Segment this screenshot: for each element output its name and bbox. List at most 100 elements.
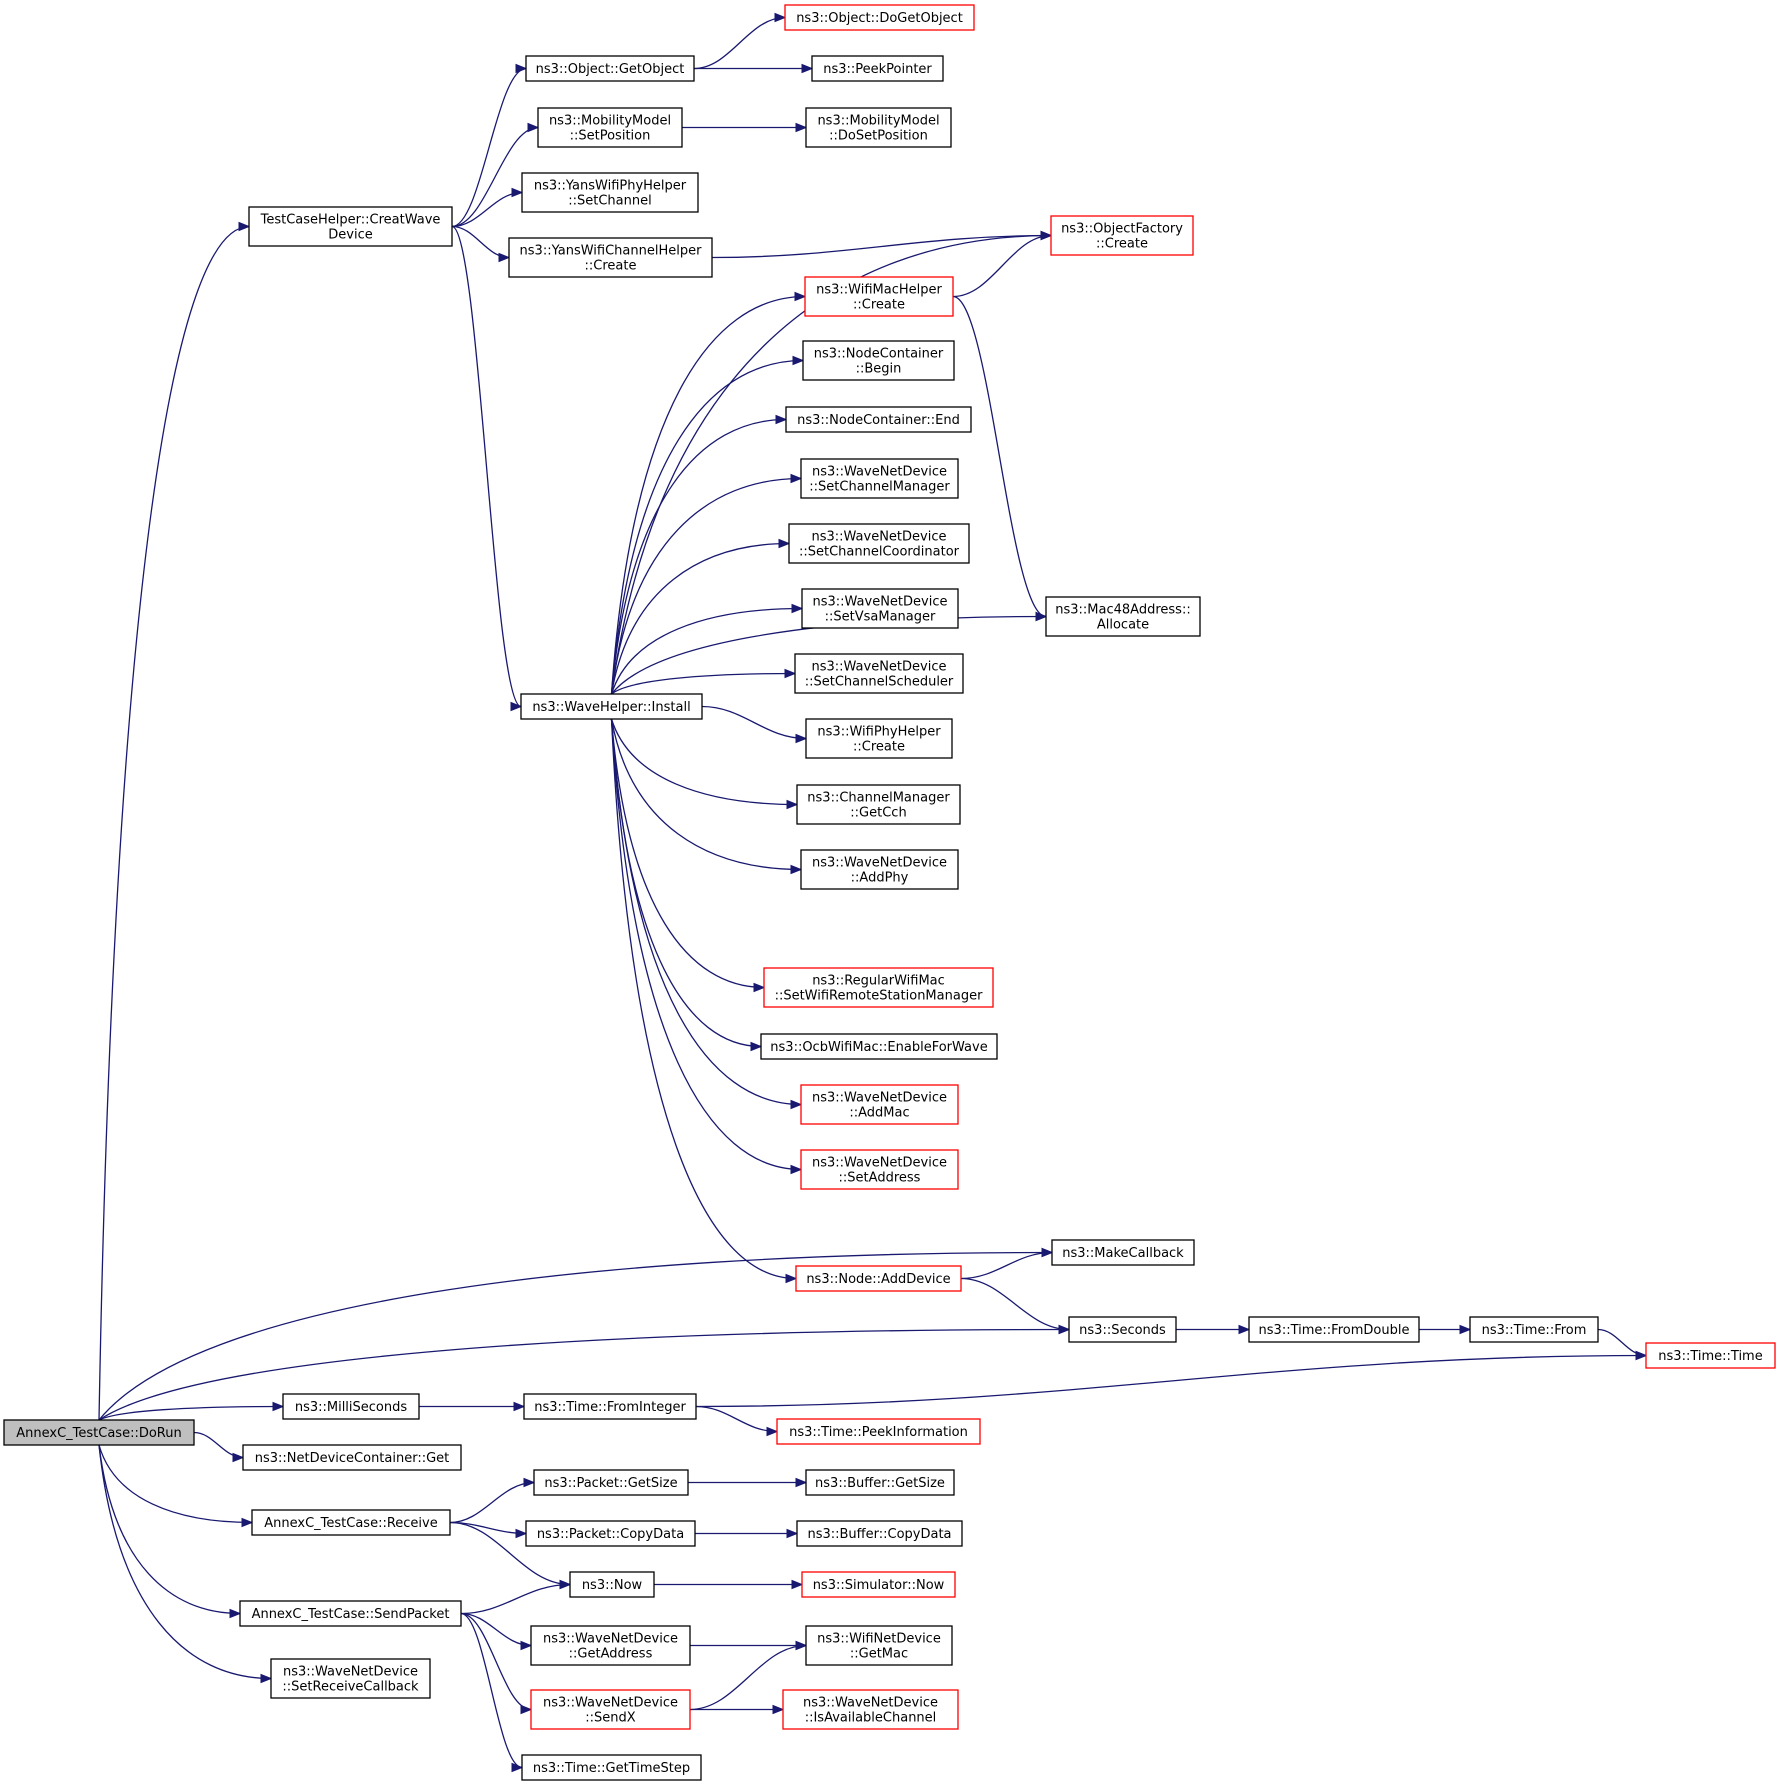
node-timeTime[interactable]: ns3::Time::Time xyxy=(1645,1342,1776,1369)
arrowhead xyxy=(786,1528,799,1539)
node-makeCallback[interactable]: ns3::MakeCallback xyxy=(1051,1239,1195,1266)
node-label: ns3::WaveNetDevice xyxy=(812,595,947,610)
node-wndGetAddr[interactable]: ns3::WaveNetDevice::GetAddress xyxy=(530,1625,691,1666)
node-milliSeconds[interactable]: ns3::MilliSeconds xyxy=(282,1393,420,1420)
node-pktGetSize[interactable]: ns3::Packet::GetSize xyxy=(533,1469,689,1496)
edge xyxy=(689,1704,785,1715)
edge xyxy=(610,718,803,1175)
arrowhead xyxy=(238,221,251,232)
node-wmhCreate[interactable]: ns3::WifiMacHelper::Create xyxy=(804,276,954,317)
node-label: ns3::OcbWifiMac::EnableForWave xyxy=(770,1040,987,1055)
node-label: Allocate xyxy=(1097,618,1149,633)
node-box xyxy=(801,1571,956,1598)
node-box xyxy=(521,172,699,213)
node-seconds[interactable]: ns3::Seconds xyxy=(1068,1316,1177,1343)
node-getTimeStep[interactable]: ns3::Time::GetTimeStep xyxy=(521,1754,702,1781)
edge xyxy=(711,230,1053,259)
node-now[interactable]: ns3::Now xyxy=(569,1571,655,1598)
node-rwmSet[interactable]: ns3::RegularWifiMac::SetWifiRemoteStatio… xyxy=(763,967,994,1008)
node-peekInfo[interactable]: ns3::Time::PeekInformation xyxy=(776,1418,981,1445)
node-ndcGet[interactable]: ns3::NetDeviceContainer::Get xyxy=(242,1444,462,1471)
node-ocbEnable[interactable]: ns3::OcbWifiMac::EnableForWave xyxy=(760,1033,998,1060)
node-box xyxy=(800,458,959,499)
node-wndSetCC[interactable]: ns3::WaveNetDevice::SetChannelCoordinato… xyxy=(788,523,970,564)
edge xyxy=(701,705,808,744)
edge xyxy=(952,295,1048,622)
node-fromDouble[interactable]: ns3::Time::FromDouble xyxy=(1248,1316,1420,1343)
node-label: ::SetChannelCoordinator xyxy=(799,545,960,560)
node-box xyxy=(533,1469,689,1496)
edge-whInstall-to-wndSetAddr xyxy=(610,718,802,1171)
edge-getObject-to-doGetObject xyxy=(693,16,786,70)
edge xyxy=(451,225,523,712)
node-label: ns3::Time::FromDouble xyxy=(1259,1323,1410,1338)
edge-doRun-to-sendPacket xyxy=(98,1444,241,1615)
node-wifiGetMac[interactable]: ns3::WifiNetDevice::GetMac xyxy=(805,1625,953,1666)
arrowhead xyxy=(753,982,766,993)
node-peekPointer[interactable]: ns3::PeekPointer xyxy=(811,55,944,82)
node-label: ::SetChannelScheduler xyxy=(805,675,954,690)
node-doRun[interactable]: AnnexC_TestCase::DoRun xyxy=(3,1419,195,1446)
node-wndSendX[interactable]: ns3::WaveNetDevice::SendX xyxy=(530,1689,691,1730)
node-bufGetSize[interactable]: ns3::Buffer::GetSize xyxy=(805,1469,955,1496)
node-label: ns3::NetDeviceContainer::Get xyxy=(255,1451,450,1466)
node-ncBegin[interactable]: ns3::NodeContainer::Begin xyxy=(802,340,955,381)
node-wndSetCM[interactable]: ns3::WaveNetDevice::SetChannelManager xyxy=(800,458,959,499)
node-pktCopy[interactable]: ns3::Packet::CopyData xyxy=(525,1520,696,1547)
edge-receive-to-now xyxy=(449,1521,571,1586)
node-sendPacket[interactable]: AnnexC_TestCase::SendPacket xyxy=(239,1600,462,1627)
node-label: ns3::Mac48Address:: xyxy=(1055,603,1190,618)
node-box xyxy=(248,206,453,247)
node-timeFrom[interactable]: ns3::Time::From xyxy=(1469,1316,1599,1343)
edge-whInstall-to-cmGetCch xyxy=(610,718,798,806)
node-ywphSetChannel[interactable]: ns3::YansWifiPhyHelper::SetChannel xyxy=(521,172,699,213)
node-receive[interactable]: AnnexC_TestCase::Receive xyxy=(251,1509,451,1536)
node-ncEnd[interactable]: ns3::NodeContainer::End xyxy=(785,406,972,433)
edge-whInstall-to-wndSetVsa xyxy=(610,607,803,695)
node-mmDoSetPos[interactable]: ns3::MobilityModel::DoSetPosition xyxy=(805,107,952,148)
node-box xyxy=(1068,1316,1177,1343)
edge xyxy=(693,63,814,74)
arrowhead xyxy=(775,414,788,425)
edge xyxy=(98,1401,285,1421)
arrowhead xyxy=(232,1452,245,1463)
node-box xyxy=(782,1689,959,1730)
node-box xyxy=(1045,596,1201,637)
edge-whInstall-to-objFactory xyxy=(610,234,1052,695)
node-mmSetPos[interactable]: ns3::MobilityModel::SetPosition xyxy=(537,107,683,148)
node-wndIsAvail[interactable]: ns3::WaveNetDevice::IsAvailableChannel xyxy=(782,1689,959,1730)
arrowhead xyxy=(1238,1324,1251,1335)
arrowhead xyxy=(1035,611,1048,622)
edge xyxy=(610,355,805,695)
node-nodeAddDevice[interactable]: ns3::Node::AddDevice xyxy=(795,1265,962,1292)
node-objFactory[interactable]: ns3::ObjectFactory::Create xyxy=(1050,215,1194,256)
node-label: ns3::WaveNetDevice xyxy=(811,530,946,545)
edge xyxy=(960,1277,1071,1335)
node-doGetObject[interactable]: ns3::Object::DoGetObject xyxy=(784,4,975,31)
node-whInstall[interactable]: ns3::WaveHelper::Install xyxy=(520,693,703,720)
edge xyxy=(610,718,766,993)
node-label: ns3::Object::GetObject xyxy=(536,62,685,77)
node-bufCopy[interactable]: ns3::Buffer::CopyData xyxy=(796,1520,963,1547)
node-simNow[interactable]: ns3::Simulator::Now xyxy=(801,1571,956,1598)
edge-doRun-to-ndcGet xyxy=(193,1431,244,1459)
node-getObject[interactable]: ns3::Object::GetObject xyxy=(525,55,695,82)
node-wndAddPhy[interactable]: ns3::WaveNetDevice::AddPhy xyxy=(800,849,959,890)
node-cmGetCch[interactable]: ns3::ChannelManager::GetCch xyxy=(796,784,961,825)
node-fromInteger[interactable]: ns3::Time::FromInteger xyxy=(523,1393,697,1420)
node-wndAddMac[interactable]: ns3::WaveNetDevice::AddMac xyxy=(800,1084,959,1125)
edge xyxy=(689,1640,808,1711)
edge-wmhCreate-to-mac48 xyxy=(952,295,1047,618)
node-mac48[interactable]: ns3::Mac48Address::Allocate xyxy=(1045,596,1201,637)
edge xyxy=(610,414,788,695)
node-ywchCreate[interactable]: ns3::YansWifiChannelHelper::Create xyxy=(508,237,713,278)
node-wndSetAddr[interactable]: ns3::WaveNetDevice::SetAddress xyxy=(800,1149,959,1190)
node-box xyxy=(508,237,713,278)
node-wndSetCS[interactable]: ns3::WaveNetDevice::SetChannelScheduler xyxy=(794,653,964,694)
node-box xyxy=(796,1520,963,1547)
node-wphCreate[interactable]: ns3::WifiPhyHelper::Create xyxy=(805,718,953,759)
node-label: ns3::YansWifiPhyHelper xyxy=(534,179,687,194)
node-wndSetVsa[interactable]: ns3::WaveNetDevice::SetVsaManager xyxy=(801,588,959,629)
node-wndSetRecv[interactable]: ns3::WaveNetDevice::SetReceiveCallback xyxy=(270,1658,431,1699)
